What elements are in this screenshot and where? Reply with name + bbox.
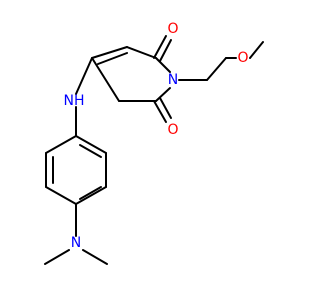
molecule-structure-diagram: O O N NH O N — [0, 0, 300, 300]
bond-c1-o-bottom-2 — [159, 97, 172, 119]
bond-ar4-ar5 — [75, 186, 107, 205]
bond-n-amine-ch3-left — [44, 249, 70, 265]
bond-c5-o-top-2 — [159, 39, 172, 62]
bond-ar6-ar1 — [75, 135, 107, 154]
atom-o-ether: O — [237, 50, 248, 66]
bond-ar-inner-2 — [79, 186, 102, 200]
bond-ar1-ar2 — [45, 135, 77, 154]
bond-o-ch3 — [249, 41, 264, 59]
bond-c5-n1 — [155, 57, 171, 73]
bond-ar3-ar4 — [45, 186, 77, 205]
bond-c2-c3 — [91, 57, 120, 102]
bond-c5-o-top-1 — [153, 35, 167, 59]
bond-ch2-ch2 — [206, 57, 227, 81]
bond-ar-inner-3 — [79, 144, 102, 158]
bond-c3-c4 — [91, 46, 128, 59]
bond-n1-c2 — [155, 87, 171, 102]
background — [0, 0, 300, 300]
bond-c1-o-bottom-1 — [153, 100, 167, 123]
bond-n-amine-ch3-right — [82, 249, 108, 265]
atom-o-bottom: O — [167, 122, 178, 138]
atom-o-top: O — [167, 21, 178, 37]
bond-c3-c4-double — [97, 52, 128, 65]
atom-nh: NH — [64, 93, 85, 109]
atom-n-amine: N — [71, 235, 81, 251]
bond-c4-c5 — [126, 46, 157, 59]
atom-n-ring: N — [168, 72, 178, 88]
bond-c3-nh — [75, 57, 93, 95]
